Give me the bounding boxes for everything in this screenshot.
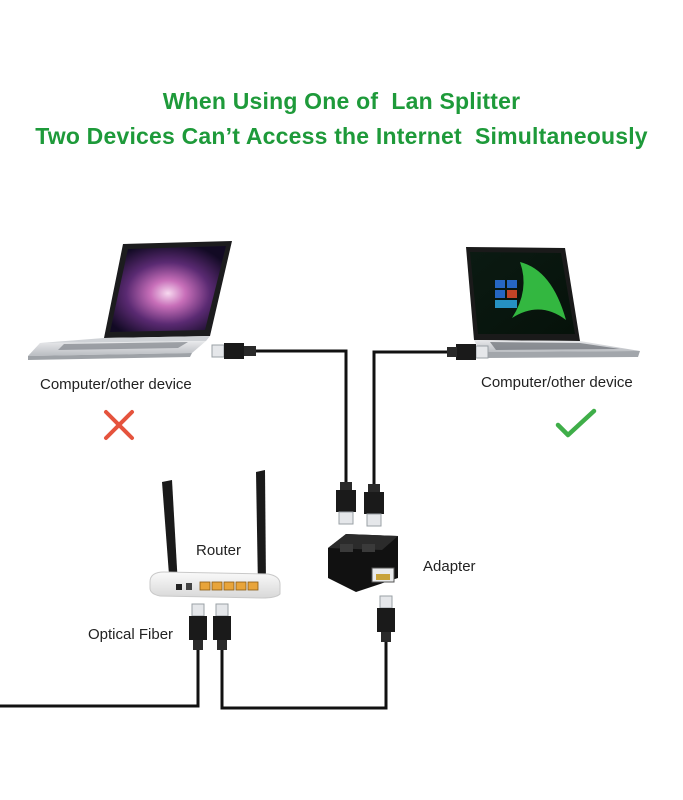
title-line-2: Two Devices Can’t Access the Internet Si…	[35, 123, 648, 149]
left-laptop-plug	[211, 343, 256, 359]
left-laptop	[28, 241, 232, 360]
adapter-label: Adapter	[423, 558, 476, 575]
cross-mark-icon	[104, 410, 134, 440]
router-to-adapter-cable	[220, 640, 388, 710]
left-device-label: Computer/other device	[40, 376, 192, 393]
check-mark-icon	[555, 408, 597, 438]
router	[149, 470, 281, 599]
adapter-plug-right	[364, 484, 384, 527]
adapter-plug-left	[336, 482, 356, 525]
right-laptop-plug	[447, 344, 489, 360]
cables	[0, 349, 455, 710]
router-plug-lan	[213, 603, 231, 650]
optical-fiber-cable	[0, 648, 200, 708]
right-device-label: Computer/other device	[481, 374, 633, 391]
router-plug-fiber	[189, 603, 207, 650]
title-line-1: When Using One of Lan Splitter	[162, 88, 521, 114]
router-label: Router	[196, 542, 242, 559]
splitter-adapter	[328, 534, 398, 592]
right-laptop	[466, 247, 640, 358]
optical-fiber-label: Optical Fiber	[88, 626, 174, 643]
adapter-bottom-plug	[377, 595, 395, 642]
right-laptop-cable	[372, 350, 455, 484]
left-laptop-cable	[256, 349, 348, 482]
